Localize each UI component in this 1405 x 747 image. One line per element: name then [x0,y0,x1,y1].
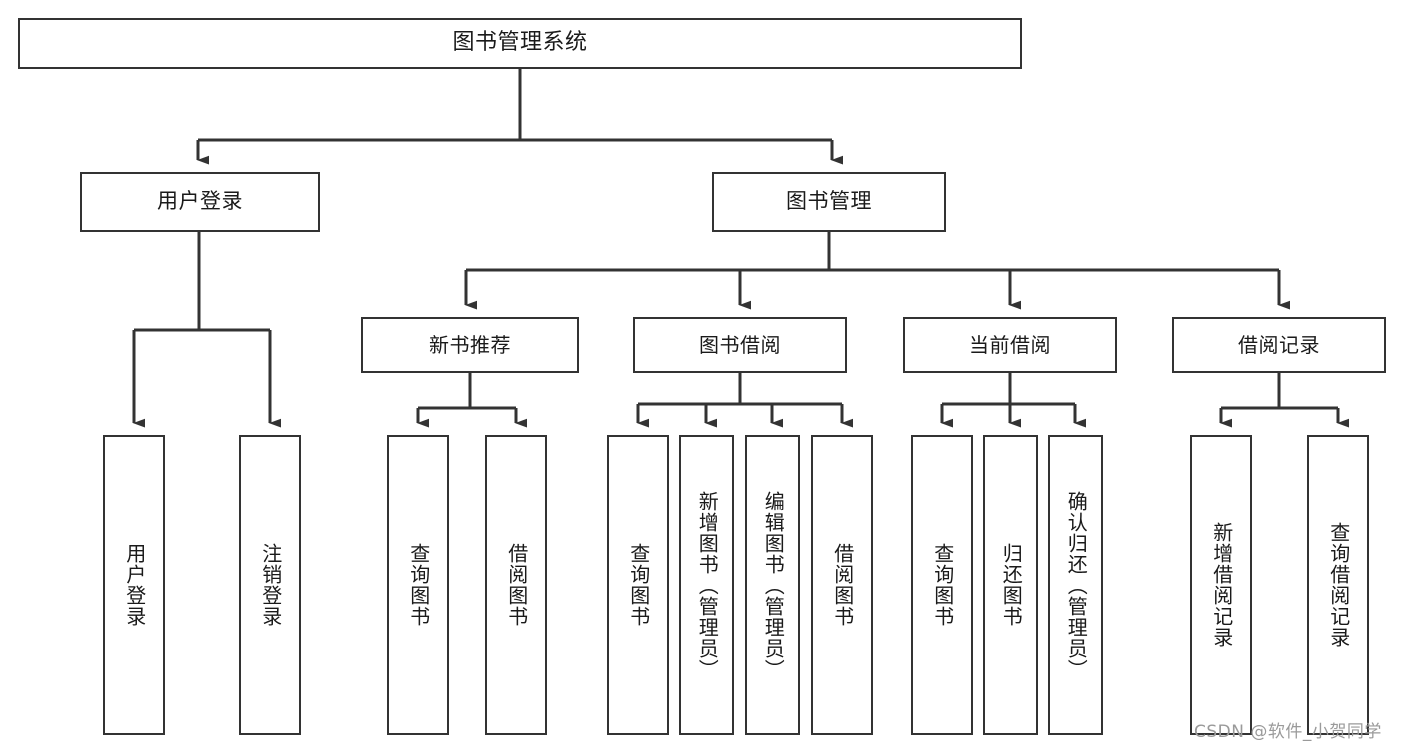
node-label: 确认归还（管理员） [1064,490,1089,680]
leaf-user-login[interactable]: 用户登录 [103,435,165,735]
node-label: 查询图书 [930,543,955,627]
node-label: 新增图书（管理员） [695,490,720,680]
leaf-inner: 新增图书（管理员） [695,437,719,733]
node-label: 借阅图书 [504,543,529,627]
node-label: 图书借阅 [699,333,781,357]
node-label: 借阅图书 [830,543,855,627]
leaf-inner: 查询图书 [406,437,431,733]
leaf-query-borrow-record[interactable]: 查询借阅记录 [1307,435,1369,735]
leaf-inner: 归还图书 [999,437,1023,733]
node-current-borrow[interactable]: 当前借阅 [903,317,1117,373]
node-label: 新增借阅记录 [1209,522,1234,648]
node-label: 当前借阅 [969,333,1051,357]
node-book-management[interactable]: 图书管理 [712,172,946,232]
node-user-login[interactable]: 用户登录 [80,172,320,232]
node-book-borrow[interactable]: 图书借阅 [633,317,847,373]
node-label: 查询图书 [406,543,431,627]
leaf-add-borrow-record[interactable]: 新增借阅记录 [1190,435,1252,735]
leaf-confirm-return-admin[interactable]: 确认归还（管理员） [1048,435,1103,735]
leaf-edit-book-admin[interactable]: 编辑图书（管理员） [745,435,800,735]
leaf-return-book[interactable]: 归还图书 [983,435,1038,735]
leaf-inner: 编辑图书（管理员） [761,437,785,733]
leaf-inner: 借阅图书 [504,437,529,733]
csdn-watermark: CSDN @软件_小贺同学 [1194,722,1382,742]
leaf-query-book-recommend[interactable]: 查询图书 [387,435,449,735]
leaf-inner: 新增借阅记录 [1209,437,1234,733]
leaf-inner: 用户登录 [122,437,147,733]
leaf-add-book-admin[interactable]: 新增图书（管理员） [679,435,734,735]
leaf-inner: 注销登录 [258,437,283,733]
leaf-query-book-current[interactable]: 查询图书 [911,435,973,735]
leaf-inner: 确认归还（管理员） [1064,437,1088,733]
node-label: 图书管理 [786,189,872,214]
leaf-inner: 查询图书 [930,437,955,733]
node-label: 注销登录 [258,543,283,627]
node-label: 图书管理系统 [452,30,588,56]
leaf-inner: 借阅图书 [830,437,855,733]
node-label: 新书推荐 [429,333,511,357]
node-label: 归还图书 [999,543,1024,627]
leaf-borrow-book-recommend[interactable]: 借阅图书 [485,435,547,735]
node-label: 用户登录 [157,189,243,214]
node-label: 编辑图书（管理员） [761,490,786,680]
leaf-query-book-borrow[interactable]: 查询图书 [607,435,669,735]
node-root-system[interactable]: 图书管理系统 [18,18,1022,69]
node-borrow-record[interactable]: 借阅记录 [1172,317,1386,373]
node-new-book-recommend[interactable]: 新书推荐 [361,317,579,373]
leaf-user-logout[interactable]: 注销登录 [239,435,301,735]
node-label: 借阅记录 [1238,333,1320,357]
node-label: 查询图书 [626,543,651,627]
leaf-inner: 查询借阅记录 [1326,437,1351,733]
leaf-inner: 查询图书 [626,437,651,733]
node-label: 查询借阅记录 [1326,522,1351,648]
leaf-lend-book[interactable]: 借阅图书 [811,435,873,735]
node-label: 用户登录 [122,543,147,627]
